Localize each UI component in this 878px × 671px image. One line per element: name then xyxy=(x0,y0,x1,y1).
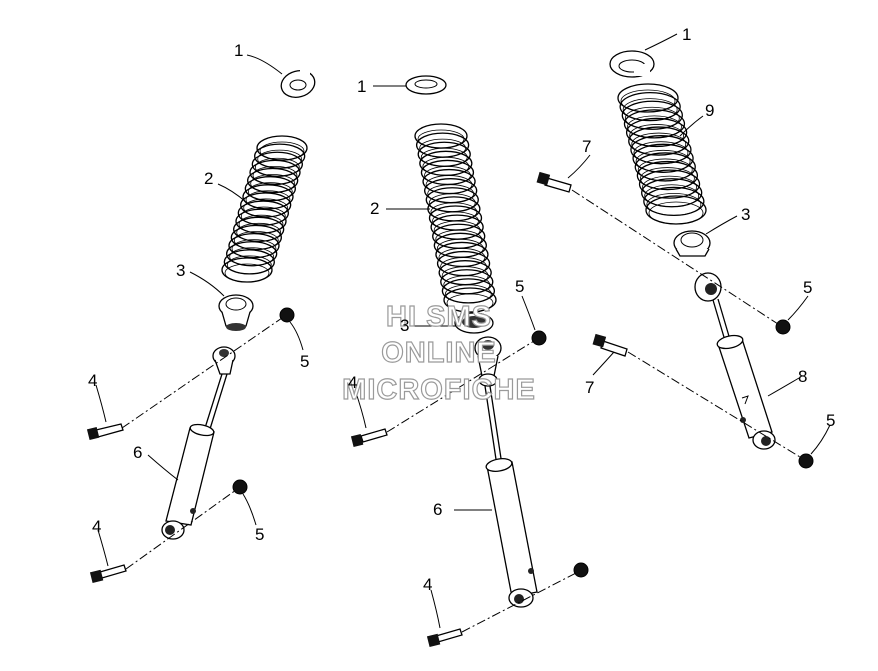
shock-absorber-left xyxy=(161,346,236,540)
callout-9: 9 xyxy=(705,101,714,120)
leader-lines xyxy=(95,33,831,629)
spring-seat-left xyxy=(218,294,254,331)
right-shock-assembly xyxy=(536,50,814,469)
spring-coil-inner xyxy=(259,141,305,161)
spring-coil-inner xyxy=(635,149,691,173)
callout-6-center: 6 xyxy=(433,500,442,519)
coil-spring-right xyxy=(617,83,707,225)
spring-coil-inner xyxy=(620,89,676,113)
spring-coil-inner xyxy=(254,157,300,177)
spring-coil-inner xyxy=(226,255,272,275)
callout-3-center: 3 xyxy=(400,316,409,335)
watermark-line-3: MICROFICHE xyxy=(342,374,536,406)
retainer-clip-left xyxy=(280,70,316,98)
bolt-left-upper xyxy=(86,423,124,441)
spring-seat-center xyxy=(454,312,494,334)
callout-2-center: 2 xyxy=(370,199,379,218)
spring-coil-inner xyxy=(629,124,685,147)
spring-coil-inner xyxy=(247,182,293,202)
callout-5-right-lower: 5 xyxy=(826,411,835,430)
spring-coil-inner xyxy=(224,263,270,283)
spring-coil-inner xyxy=(238,214,284,234)
callout-4-center-upper: 4 xyxy=(348,373,357,392)
watermark: HI SMS ONLINE MICROFICHE xyxy=(342,300,536,406)
spring-coil-inner xyxy=(622,98,678,122)
nut-center-upper xyxy=(531,330,547,346)
shock-absorber-right xyxy=(694,272,776,450)
spring-coil-inner xyxy=(236,222,282,242)
spring-coil-inner xyxy=(633,141,689,165)
callout-5-center-upper: 5 xyxy=(515,277,524,296)
coil-spring-center xyxy=(414,123,497,313)
callout-5-left-upper: 5 xyxy=(300,352,309,371)
callout-1-center: 1 xyxy=(357,77,366,96)
nut-left-upper xyxy=(279,307,295,323)
nut-right-lower xyxy=(798,453,814,469)
callout-3-left: 3 xyxy=(176,261,185,280)
callout-4-left-lower: 4 xyxy=(92,517,101,536)
callout-8: 8 xyxy=(798,367,807,386)
left-shock-assembly xyxy=(86,70,316,584)
callout-5-right-upper: 5 xyxy=(803,278,812,297)
spring-coil-inner xyxy=(639,167,695,190)
spring-coil-inner xyxy=(252,165,298,185)
callout-7-lower: 7 xyxy=(585,378,594,397)
spring-coil-inner xyxy=(245,190,291,210)
callout-7-upper: 7 xyxy=(582,137,591,156)
spring-coil-inner xyxy=(642,175,697,199)
spring-coil-inner xyxy=(644,184,700,208)
spring-coil-inner xyxy=(627,115,682,139)
coil-spring-left xyxy=(221,135,308,283)
spring-coil-inner xyxy=(257,149,303,169)
retainer-clip-center xyxy=(405,75,447,95)
callout-1-left: 1 xyxy=(234,41,243,60)
spring-coil-inner xyxy=(446,293,494,313)
bolt-center-upper xyxy=(350,428,388,448)
nut-left-lower xyxy=(232,479,248,495)
callout-labels: 1 1 1 2 2 9 3 3 3 7 5 5 5 4 4 7 8 5 6 6 … xyxy=(88,25,835,594)
spring-coil-inner xyxy=(240,206,286,226)
retainer-clip-right xyxy=(609,50,655,78)
bolt-right-lower xyxy=(592,333,628,357)
spring-coil-inner xyxy=(631,132,687,156)
bolt-left-lower xyxy=(89,564,127,584)
bolt-center-lower xyxy=(426,628,463,648)
callout-2-left: 2 xyxy=(204,169,213,188)
spring-coil-inner xyxy=(637,158,693,182)
shock-absorber-center xyxy=(474,336,538,608)
spring-coil-inner xyxy=(229,247,275,267)
center-shock-assembly xyxy=(350,75,589,648)
callout-3-right: 3 xyxy=(741,205,750,224)
spring-coil-inner xyxy=(231,239,277,259)
spring-coil-inner xyxy=(233,231,279,250)
spring-coil-inner xyxy=(243,198,289,218)
watermark-line-2: ONLINE xyxy=(381,337,497,369)
callout-5-left-lower: 5 xyxy=(255,525,264,544)
spring-seat-right xyxy=(673,230,711,257)
callout-4-center-lower: 4 xyxy=(423,575,432,594)
nut-right-upper xyxy=(775,319,791,335)
spring-coil-inner xyxy=(646,192,702,216)
spring-coil-inner xyxy=(624,106,680,130)
bolt-right-upper xyxy=(536,171,572,193)
nut-center-lower xyxy=(573,562,589,578)
spring-coil-inner xyxy=(648,201,704,225)
callout-6-left: 6 xyxy=(133,443,142,462)
callout-1-right: 1 xyxy=(682,25,691,44)
watermark-line-1: HI SMS xyxy=(386,301,492,333)
callout-4-left-upper: 4 xyxy=(88,371,97,390)
spring-coil-inner xyxy=(250,174,296,193)
